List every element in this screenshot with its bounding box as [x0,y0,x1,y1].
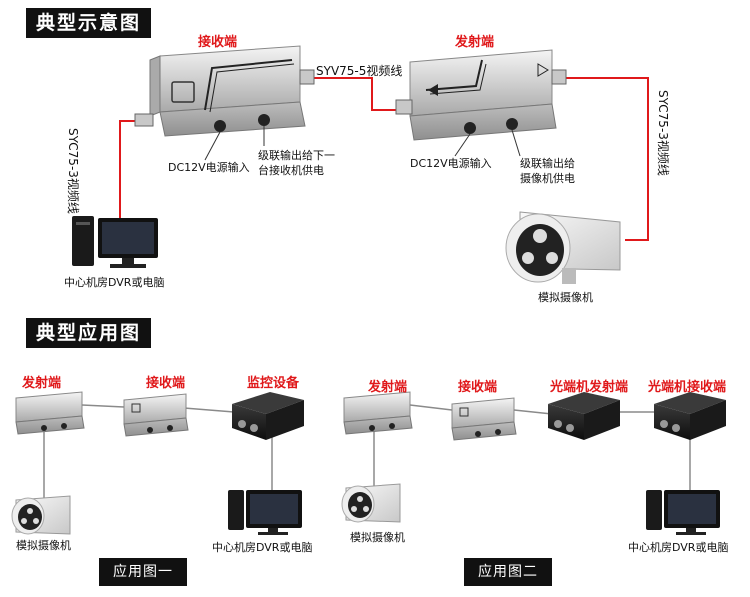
app2-optical-rx-label: 光端机接收端 [648,380,727,395]
transmitter-cascade-line2: 摄像机供电 [520,172,575,185]
top-leaders [204,126,521,161]
receiver-cascade-line2: 台接收机供电 [258,164,324,177]
transmitter-cascade-line1: 级联输出给 [520,157,575,170]
wire-syv75-5 [305,77,414,111]
receiver-title: 接收端 [198,35,238,50]
app1-transmitter-label: 发射端 [22,376,62,391]
app2-receiver [451,397,517,441]
pc-label-top: 中心机房DVR或电脑 [64,276,165,289]
app2-optical-rx [654,392,726,440]
app2-transmitter-label: 发射端 [368,380,408,395]
app2-pc [646,490,720,535]
app2-camera-label: 模拟摄像机 [350,531,405,544]
cable-right-label: SYC75-3视频线 [656,90,670,176]
camera-label-top: 模拟摄像机 [538,291,593,304]
app1-pc-label: 中心机房DVR或电脑 [212,541,313,554]
cable-left-label: SYC75-3视频线 [66,128,80,214]
app1-receiver [123,393,189,437]
section-title-diagram: 典型示意图 [26,8,152,38]
app1-camera-label: 模拟摄像机 [16,539,71,552]
app1-footer-label: 应用图一 [99,558,187,586]
app2-footer-label: 应用图二 [464,558,552,586]
receiver-cascade-line1: 级联输出给下一 [258,149,335,162]
app1-receiver-label: 接收端 [146,376,186,391]
cable-main-label: SYV75-5视频线 [316,64,403,78]
receiver-dc-input-label: DC12V电源输入 [168,161,250,174]
app2-optical-tx-label: 光端机发射端 [550,380,629,395]
app1-monitor-label: 监控设备 [247,376,300,391]
app1-wires [43,404,273,500]
app2-wires [373,404,691,492]
transmitter-device [395,49,567,141]
app1-transmitter [15,391,85,435]
transmitter-title: 发射端 [455,35,495,50]
transmitter-dc-input-label: DC12V电源输入 [410,157,492,170]
app2-receiver-label: 接收端 [458,380,498,395]
app1-monitor-device [232,392,304,440]
app2-camera [341,483,401,523]
camera-top [505,211,621,284]
app2-transmitter [343,391,413,435]
section-title-application: 典型应用图 [26,318,152,348]
wire-syc75-3-right [560,77,649,241]
wire-syc75-3-left [100,120,150,226]
app2-pc-label: 中心机房DVR或电脑 [628,541,729,554]
app2-optical-tx [548,392,620,440]
receiver-device [134,45,315,137]
app1-pc [228,490,302,535]
app1-camera [11,495,71,535]
pc-computer-top [72,216,158,268]
